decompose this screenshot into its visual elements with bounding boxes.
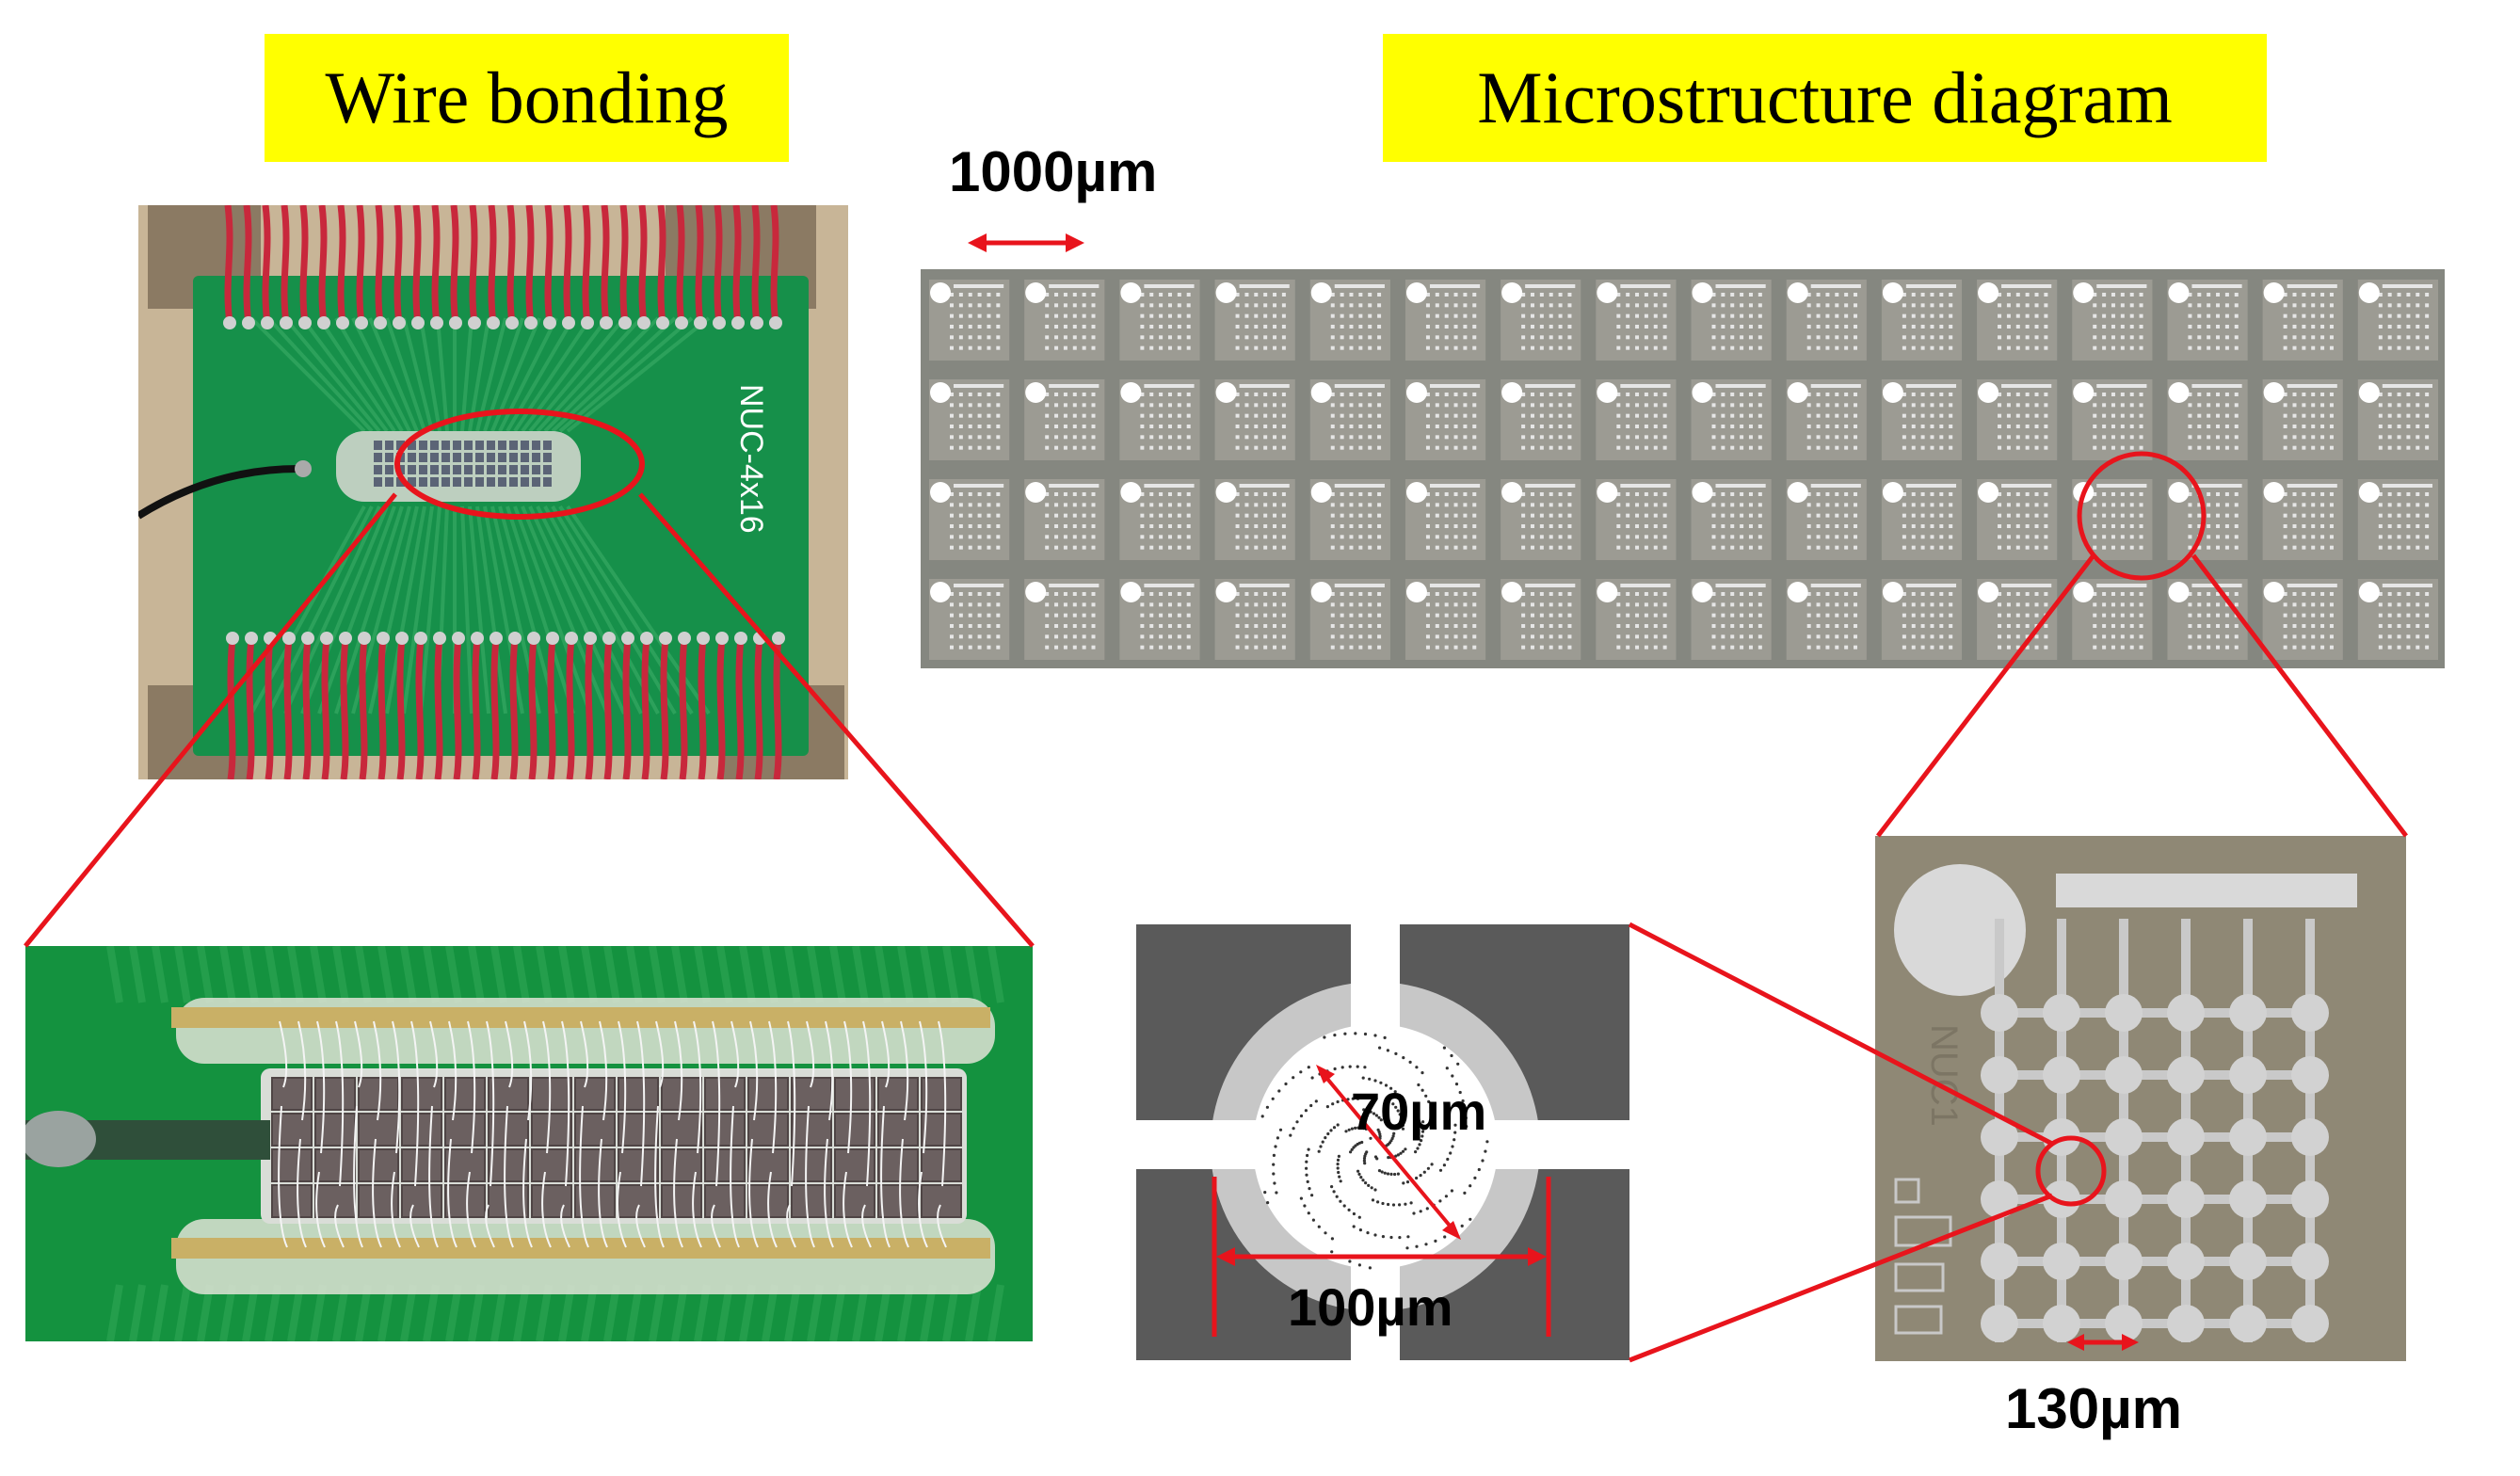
arrow-1000um [968,233,1084,252]
chip-marking: NUC1 [1923,1024,1965,1127]
scale-label-130um: 130µm [2005,1377,2183,1440]
bonding-closeup [25,946,1033,1341]
bonding-closeup-photo [25,946,1033,1341]
pcb-photo: NUC-4x16 [138,205,848,779]
microstructure-title: Microstructure diagram [1477,56,2173,138]
scale-label-1000um: 1000µm [949,140,1158,203]
wire-bonding-banner: Wire bonding [265,34,789,162]
microstructure-array [921,269,2445,668]
microstructure-banner: Microstructure diagram [1383,34,2267,162]
sem-closeup [1136,924,1629,1360]
unit-cell-photo: NUC1 [1875,836,2406,1361]
wire-bonding-title: Wire bonding [325,56,729,138]
pcb-board: NUC-4x16 [138,205,848,779]
board-silkscreen: NUC-4x16 [733,384,769,534]
